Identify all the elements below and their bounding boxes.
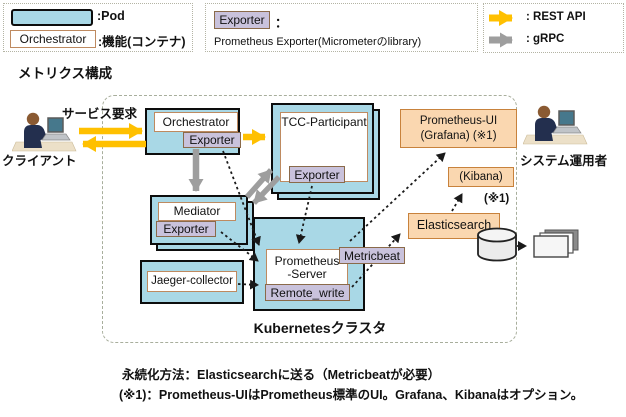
- kibana-note: (※1): [484, 193, 510, 205]
- client-label: クライアント: [2, 154, 77, 168]
- mediator-box: Mediator: [158, 202, 236, 221]
- metricbeat-tag: Metricbeat: [339, 247, 405, 264]
- operator-person-icon: [523, 105, 588, 145]
- legend-rest-api-label: : REST API: [526, 11, 586, 23]
- prometheus-ui-box: Prometheus-UI (Grafana) (※1): [400, 109, 517, 148]
- legend-exporter-colon: ：: [275, 16, 288, 30]
- footnote-1: (※1)：Prometheus-UIはPrometheus標準のUI。Grafa…: [119, 388, 584, 402]
- page-title: メトリクス構成: [18, 66, 113, 81]
- prometheus-server-line1: Prometheus: [274, 254, 340, 269]
- legend-pod-label: :Pod: [97, 9, 125, 23]
- kibana-box: (Kibana): [448, 167, 514, 187]
- legend-exporter-desc: Prometheus Exporter(Micrometerのlibrary): [214, 36, 422, 48]
- legend-pod-function: :Pod Orchestrator :機能(コンテナ): [3, 3, 193, 52]
- legend-function-label: :機能(コンテナ): [98, 35, 186, 49]
- pod-swatch: [11, 9, 93, 26]
- prometheus-ui-line2: (Grafana) (※1): [420, 129, 497, 142]
- tcc-exporter-tag: Exporter: [289, 166, 345, 183]
- prometheus-ui-line1: Prometheus-UI: [419, 115, 498, 128]
- documents-stack-icon: [533, 229, 579, 258]
- kubernetes-cluster-label: Kubernetesクラスタ: [253, 320, 387, 336]
- service-request-label: サービス要求: [62, 107, 138, 121]
- legend-exporter-box: Exporter: [214, 11, 270, 29]
- legend-exporter: Exporter ： Prometheus Exporter(Micromete…: [205, 3, 478, 52]
- orchestrator-box: Orchestrator: [154, 112, 238, 132]
- client-person-icon: [12, 112, 77, 152]
- remote-write-tag: Remote_write: [265, 284, 350, 301]
- persistence-note: 永続化方法：Elasticsearchに送る（Metricbeatが必要）: [122, 368, 441, 382]
- database-cylinder-icon: [477, 227, 517, 262]
- orchestrator-exporter-tag: Exporter: [183, 132, 241, 148]
- kubernetes-cluster-boundary: [102, 95, 517, 343]
- legend-grpc-label: : gRPC: [526, 33, 565, 45]
- prometheus-server-box: Prometheus -Server: [266, 249, 348, 287]
- legend-function-box: Orchestrator: [10, 30, 96, 48]
- prometheus-server-line2: -Server: [287, 267, 327, 281]
- legend-arrows: : REST API : gRPC: [483, 3, 624, 53]
- operator-label: システム運用者: [520, 154, 608, 168]
- jaeger-collector-box: Jaeger-collector: [147, 271, 237, 292]
- mediator-exporter-tag: Exporter: [156, 221, 216, 237]
